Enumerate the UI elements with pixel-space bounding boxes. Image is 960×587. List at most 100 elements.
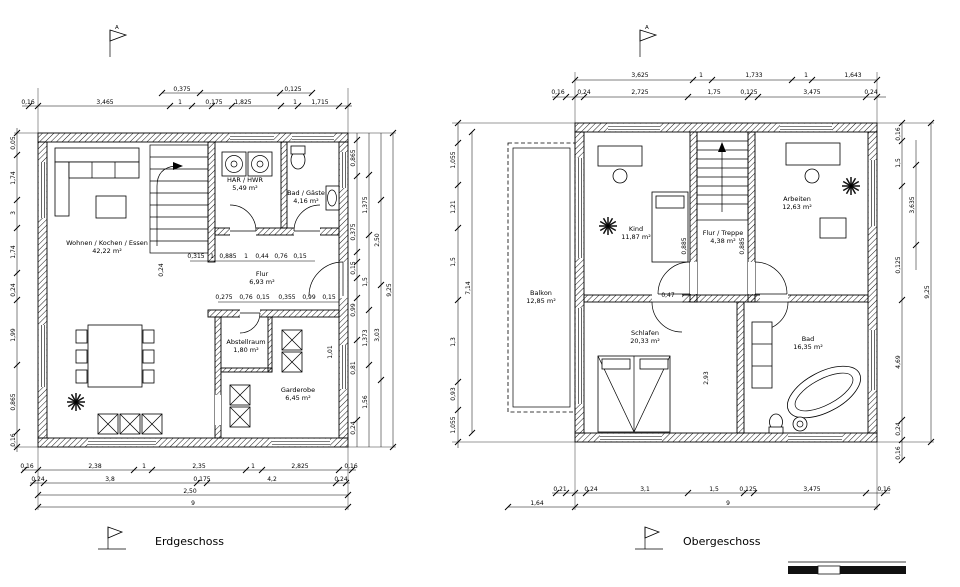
dim-label: 2,725: [631, 89, 648, 96]
washing-machine-icon: [221, 151, 247, 177]
dim-label: 0,375: [350, 223, 357, 240]
dim-label: 0,93: [450, 387, 457, 401]
sofa: [54, 147, 140, 217]
dining-table: [75, 324, 155, 388]
room-area: 42,22 m²: [92, 247, 122, 255]
dim-label: 9,25: [386, 283, 393, 297]
dryer-icon: [247, 151, 273, 177]
dim-label: 3,475: [803, 486, 820, 493]
room-name: Bad / Gäste: [287, 189, 325, 197]
dim-label: 0,15: [293, 253, 307, 260]
dim-label: 1,5: [895, 158, 902, 168]
room-area: 11,87 m²: [621, 233, 651, 241]
dim-label: 0,15: [322, 294, 336, 301]
room-area: 6,45 m²: [285, 394, 311, 402]
single-bed: [651, 191, 689, 263]
room-area: 1,80 m²: [233, 346, 259, 354]
obergeschoss-stairs: [696, 131, 749, 221]
obergeschoss-furniture: [597, 142, 861, 434]
toilet-icon: [768, 413, 784, 434]
dim-label: 2,825: [291, 463, 308, 470]
north-arrow-icon: [635, 526, 663, 550]
coffee-table: [95, 195, 127, 219]
dim-label: 9: [726, 500, 730, 507]
desk: [597, 145, 643, 167]
dim-label: 1,825: [234, 99, 251, 106]
dim-label: 0,175: [193, 476, 210, 483]
dim-label: 1: [804, 72, 808, 79]
dim-label: 1,055: [450, 151, 457, 168]
sideboard-cabinet: [141, 413, 163, 435]
bathtub-icon: [787, 365, 861, 419]
dim-label: 4,69: [895, 355, 902, 369]
plant-icon: [598, 216, 618, 236]
dim-label: 0,16: [877, 486, 891, 493]
dim-label: 1,74: [10, 171, 17, 185]
room-name: Garderobe: [281, 386, 315, 394]
room-area: 6,93 m²: [249, 278, 275, 286]
dim-label: 1,5: [450, 257, 457, 267]
toilet-icon: [290, 145, 306, 170]
dim-label: 0,865: [10, 393, 17, 410]
room-area: 5,49 m²: [232, 184, 258, 192]
room-name: Arbeiten: [783, 195, 811, 203]
dim-label: 0,76: [239, 294, 253, 301]
room-name: HAR / HWR: [227, 176, 263, 184]
dim-label: 1: [178, 99, 182, 106]
dim-label: 0,865: [350, 149, 357, 166]
dim-label: 0,375: [173, 86, 190, 93]
double-bed: [597, 355, 671, 433]
chair: [804, 168, 820, 184]
wardrobe-cabinet: [229, 384, 251, 406]
dim-label: 0,125: [739, 486, 756, 493]
dim-label: 1,3: [450, 337, 457, 347]
erdgeschoss-dimension-labels: 0,375 0,125 0,16 3,465 1 0,175 1,825 1 1…: [10, 86, 393, 507]
dim-label: 2,50: [374, 233, 381, 247]
erdgeschoss-furniture: [54, 145, 340, 435]
north-arrow-icon: A: [109, 25, 128, 57]
erdgeschoss-plan: 0,375 0,125 0,16 3,465 1 0,175 1,825 1 1…: [10, 86, 397, 511]
dim-label: 0,21: [553, 486, 567, 493]
dim-label: 1,99: [10, 328, 17, 342]
dim-label: 1,643: [844, 72, 861, 79]
dim-label: 3,475: [803, 89, 820, 96]
dim-label: 0,44: [255, 253, 269, 260]
dim-label: 0,885: [739, 237, 746, 254]
dim-label: 2,50: [183, 488, 197, 495]
dim-label: 3,1: [640, 486, 650, 493]
dim-label: 0,125: [895, 256, 902, 273]
dim-label: 1,733: [745, 72, 762, 79]
wardrobe-cabinet: [281, 329, 303, 351]
dim-label: 2,35: [192, 463, 206, 470]
dim-label: 0,16: [344, 463, 358, 470]
dim-label: 1,375: [362, 196, 369, 213]
room-name: Balkon: [530, 289, 552, 297]
dim-label: 1,715: [311, 99, 328, 106]
sink-icon: [325, 185, 340, 211]
dim-label: 0,315: [187, 253, 204, 260]
dim-label: 1,64: [530, 500, 544, 507]
room-name: Flur / Treppe: [703, 229, 743, 237]
dim-label: 0,81: [350, 361, 357, 375]
dim-label: 1: [142, 463, 146, 470]
chair: [612, 168, 628, 184]
dim-label: 0,24: [334, 476, 348, 483]
dim-label: 0,16: [20, 463, 34, 470]
obergeschoss-windows: [575, 123, 877, 442]
balkon-outline: [507, 142, 576, 413]
side-table: [819, 217, 847, 239]
north-arrow-icon: [98, 526, 126, 550]
obergeschoss-walls: [574, 122, 878, 443]
obergeschoss-plan: 3,625 1 1,733 1 1,643 0,16 0,24 2,725 1,…: [450, 72, 935, 511]
dim-label: 9,25: [924, 285, 931, 299]
scale-bar: [788, 561, 906, 575]
room-name: Bad: [802, 335, 815, 343]
room-name: Wohnen / Kochen / Essen: [66, 239, 148, 247]
dim-label: 3: [10, 211, 17, 215]
room-area: 12,63 m²: [782, 203, 812, 211]
dim-label: 0,885: [219, 253, 236, 260]
dim-label: 1: [210, 253, 214, 260]
sink-icon: [792, 416, 808, 432]
dim-label: 1,373: [362, 329, 369, 346]
bathroom-cabinet: [751, 321, 773, 389]
